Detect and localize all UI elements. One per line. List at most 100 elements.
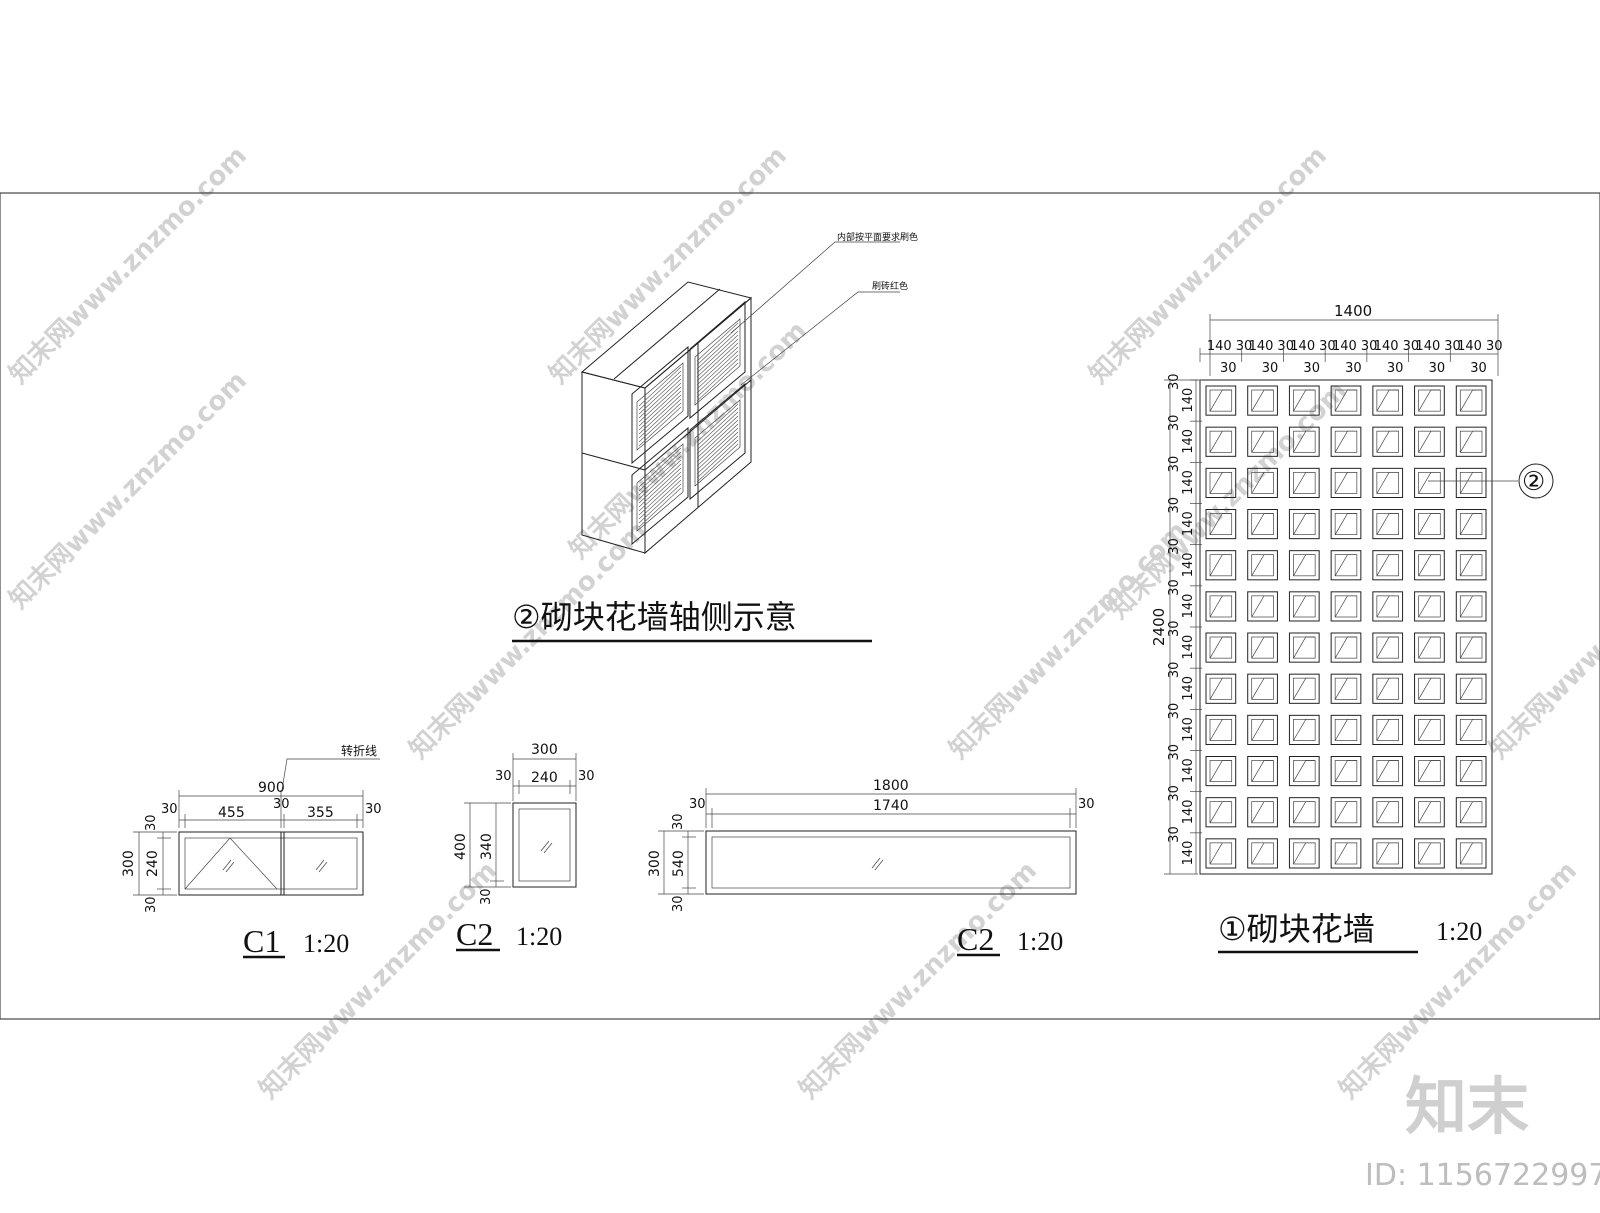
c2-long-dim-edge-right: 30 <box>1078 797 1095 812</box>
c1-dim-h-total: 300 <box>121 850 137 877</box>
c2-small-dim-h-inner: 340 <box>479 833 495 860</box>
wall-block <box>1247 673 1278 704</box>
wall-top-dim-gap: 30 <box>1403 339 1420 354</box>
c1-note: 转折线 <box>341 743 377 758</box>
c1-dim-left: 455 <box>218 805 245 821</box>
wall-left-dim-gap: 30 <box>1167 497 1182 514</box>
iso-block-assembly <box>580 281 753 555</box>
watermark-text: 知末网www.znzmo.com <box>1484 516 1600 765</box>
wall-block <box>1414 838 1445 869</box>
wall-block <box>1330 550 1362 581</box>
wall-left-dim-gap: 30 <box>1167 662 1182 679</box>
c2-long-title: C2 <box>957 921 994 957</box>
wall-block <box>1205 838 1237 869</box>
wall-block <box>1247 426 1278 457</box>
wall-left-dim-gap: 30 <box>1167 744 1182 761</box>
wall-top-dim-gap: 30 <box>1220 361 1237 376</box>
c1-scale: 1:20 <box>303 929 349 958</box>
wall-left-dim-cell: 140 <box>1181 676 1196 701</box>
c1-frame <box>178 831 364 896</box>
watermark-text: 知末网www.znzmo.com <box>4 366 253 615</box>
wall-block <box>1455 426 1487 457</box>
wall-block <box>1288 673 1320 704</box>
wall-block <box>1247 632 1278 663</box>
c1-elevation: 900 30 455 355 30 30 转折线 300 240 30 30 C… <box>121 743 382 959</box>
wall-top-dim-cell: 140 <box>1374 339 1399 354</box>
wall-block <box>1372 673 1404 704</box>
wall-block <box>1455 714 1487 745</box>
c2-small-title: C2 <box>456 916 493 952</box>
watermark-text: 知末网www.znzmo.com <box>1334 856 1583 1105</box>
wall-block <box>1414 550 1445 581</box>
wall-top-dim-cell: 140 <box>1332 339 1357 354</box>
c2-long-frame <box>705 830 1077 895</box>
isometric-view: 内部按平面要求刷色 刷砖红色 ②砌块花墙轴侧示意 <box>512 231 918 643</box>
wall-block <box>1372 797 1404 828</box>
wall-top-dim-gap: 30 <box>1277 339 1294 354</box>
c2-long-dim-inner: 1740 <box>873 798 909 814</box>
wall-left-dim-gap: 30 <box>1167 456 1182 473</box>
wall-left-dim-cell: 140 <box>1181 552 1196 577</box>
wall-block <box>1247 509 1278 540</box>
wall-top-dim-gap: 30 <box>1361 339 1378 354</box>
wall-block <box>1330 714 1362 745</box>
wall-block <box>1205 467 1237 499</box>
wall-left-dimension-chain: 1403014030140301403014030140301403014030… <box>1167 373 1202 865</box>
brand-logo-text: 知末 <box>1405 1070 1529 1143</box>
wall-left-dim-gap: 30 <box>1167 826 1182 843</box>
asset-id-label: ID: 1156722997 <box>1365 1158 1600 1193</box>
wall-block <box>1414 426 1445 457</box>
drawing-frame <box>0 192 1600 1020</box>
c1-dim-edge-right: 30 <box>365 802 382 817</box>
wall-block <box>1455 509 1487 540</box>
c2-long-dim-h-total: 300 <box>647 850 663 877</box>
wall-block <box>1205 426 1237 457</box>
wall-block <box>1205 591 1237 622</box>
watermark-text: 知末网www.znzmo.com <box>1104 376 1353 625</box>
wall-dim-height: 2400 <box>1150 608 1168 646</box>
wall-left-dim-cell: 140 <box>1181 635 1196 660</box>
c2-small-elevation: 300 240 30 30 400 340 30 C2 1:20 <box>453 742 595 952</box>
wall-left-dim-cell: 140 <box>1181 429 1196 454</box>
wall-left-dim-cell: 140 <box>1181 594 1196 619</box>
callout-text-1: 内部按平面要求刷色 <box>837 231 918 243</box>
wall-block <box>1247 385 1278 416</box>
wall-top-dim-cell: 140 <box>1457 339 1482 354</box>
wall-block <box>1288 591 1320 622</box>
c2-long-scale: 1:20 <box>1017 927 1063 956</box>
wall-top-dim-cell: 140 <box>1207 339 1232 354</box>
wall-left-dim-gap: 30 <box>1167 415 1182 432</box>
wall-block <box>1205 385 1237 416</box>
wall-block <box>1205 509 1237 540</box>
watermark-layer: 知末网www.znzmo.com 知末网www.znzmo.com 知末网www.z… <box>4 141 1600 1105</box>
wall-block <box>1372 509 1404 540</box>
wall-block <box>1414 673 1445 704</box>
wall-block <box>1288 797 1320 828</box>
wall-block <box>1455 838 1487 869</box>
wall-block <box>1247 714 1278 745</box>
wall-block <box>1205 673 1237 704</box>
wall-outline <box>1199 379 1493 875</box>
wall-block <box>1247 550 1278 581</box>
wall-block <box>1330 756 1362 787</box>
wall-left-dim-gap: 30 <box>1167 703 1182 720</box>
c2-long-dim-h-inner: 540 <box>671 850 687 877</box>
c2-small-dim-edge-right: 30 <box>578 769 595 784</box>
wall-left-dim-cell: 140 <box>1181 511 1196 536</box>
wall-callout-label: ② <box>1522 467 1545 497</box>
c1-note-leader <box>281 758 380 791</box>
wall-callout-circle <box>1518 463 1554 499</box>
wall-block <box>1414 591 1445 622</box>
c2-long-dim-h-bot: 30 <box>671 895 686 912</box>
wall-block <box>1372 591 1404 622</box>
c2-small-dim-h-total: 400 <box>453 833 469 860</box>
wall-left-dim-gap: 30 <box>1167 373 1182 390</box>
wall-block <box>1205 756 1237 787</box>
wall-block <box>1288 385 1320 416</box>
wall-block <box>1372 467 1404 499</box>
wall-top-dim-gap: 30 <box>1236 339 1253 354</box>
wall-top-dim-gap: 30 <box>1345 361 1362 376</box>
wall-top-dim-gap: 30 <box>1429 361 1446 376</box>
